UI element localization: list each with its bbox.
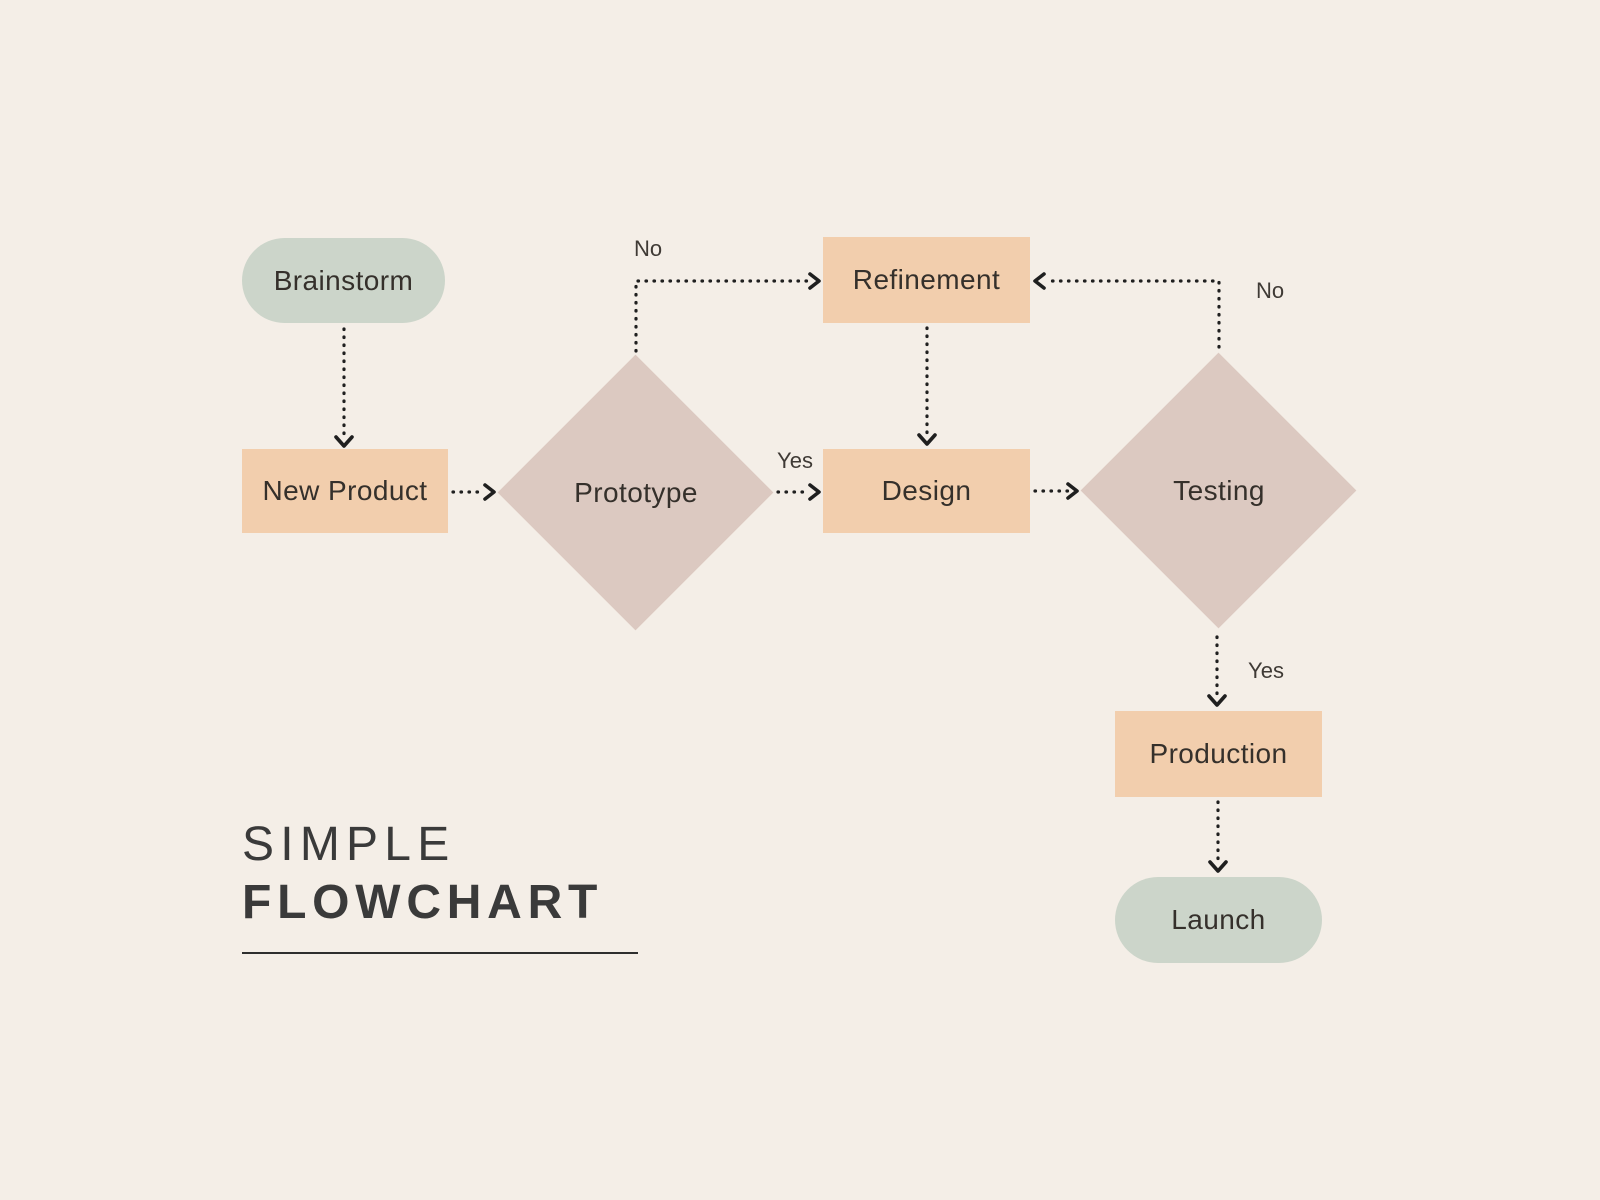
node-testing-label: Testing: [1173, 475, 1265, 506]
arrowhead-down-icon: [917, 433, 937, 446]
node-new-product: New Product: [242, 449, 448, 533]
arrowhead-right-icon: [483, 483, 496, 501]
arrowhead-down-icon: [334, 435, 354, 448]
node-prototype-label: Prototype: [574, 477, 698, 508]
arrowhead-left-icon: [1033, 272, 1046, 290]
edge-prototype-refinement: [634, 279, 811, 353]
node-refinement-label: Refinement: [852, 264, 1001, 295]
edge-testing-refinement: [1043, 279, 1221, 349]
node-brainstorm-label: Brainstorm: [273, 264, 414, 296]
edge-label-prototype-yes: Yes: [777, 448, 813, 473]
node-launch-label: Launch: [1171, 904, 1266, 935]
node-production: Production: [1115, 711, 1322, 797]
edge-label-testing-yes: Yes: [1248, 658, 1284, 683]
node-new-product-label: New Product: [262, 475, 428, 506]
node-design-label: Design: [881, 475, 972, 506]
diagram-title: SIMPLE FLOWCHART: [242, 816, 638, 954]
diagram-title-line2: FLOWCHART: [242, 876, 604, 929]
title-underline: [242, 952, 638, 954]
node-launch: Launch: [1115, 877, 1322, 963]
node-design: Design: [823, 449, 1030, 533]
arrowhead-down-icon: [1208, 860, 1228, 873]
node-production-label: Production: [1149, 738, 1288, 769]
edge-label-testing-no: No: [1255, 278, 1285, 303]
diagram-title-line1: SIMPLE: [242, 818, 456, 871]
arrowhead-right-icon: [808, 272, 821, 290]
edge-label-prototype-no: No: [633, 236, 663, 261]
node-brainstorm: Brainstorm: [242, 238, 445, 323]
node-refinement: Refinement: [823, 237, 1030, 323]
arrowhead-right-icon: [808, 483, 821, 501]
arrowhead-down-icon: [1207, 694, 1227, 707]
arrowhead-right-icon: [1066, 482, 1079, 500]
